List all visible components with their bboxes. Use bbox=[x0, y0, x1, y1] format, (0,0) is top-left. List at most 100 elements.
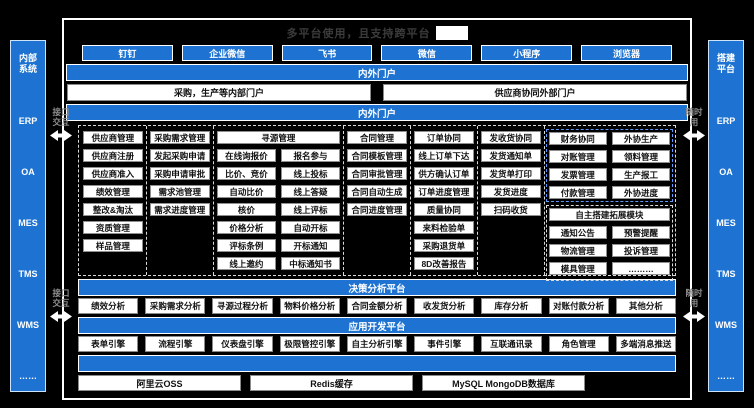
module-box: 线上答疑 bbox=[280, 185, 341, 198]
sidebar-item-tms: TMS bbox=[716, 268, 736, 279]
sidebar-item-erp: ERP bbox=[716, 115, 736, 126]
column-shipping: 发收货协同 发货通知单 发货单打印 发货进度 扫码收货 bbox=[480, 126, 545, 275]
sidebar-ellipsis: …… bbox=[19, 370, 37, 381]
redaction-box bbox=[435, 25, 468, 40]
module-box: 供应商注册 bbox=[83, 149, 143, 162]
analysis-box: 采购需求分析 bbox=[145, 298, 206, 314]
platform-miniprogram: 小程序 bbox=[481, 45, 573, 61]
column-supplier: 供应商管理 供应商注册 供应商准入 绩效管理 整改&淘汰 资质管理 样品管理 bbox=[83, 126, 147, 275]
module-box: 线上评标 bbox=[280, 203, 341, 216]
double-arrow-icon bbox=[683, 129, 705, 141]
engine-box: 角色管理 bbox=[548, 336, 609, 352]
analysis-box: 库存分析 bbox=[481, 298, 542, 314]
sidebar-item-mes: MES bbox=[18, 217, 38, 228]
storage-box-redis: Redis缓存 bbox=[250, 375, 413, 391]
platform-wecom: 企业微信 bbox=[181, 45, 273, 61]
appdev-platform-bar: 应用开发平台 bbox=[78, 317, 676, 334]
module-box: 整改&淘汰 bbox=[83, 203, 143, 216]
module-box: 发票管理 bbox=[548, 168, 607, 181]
column-finance-outsourcing: 财务协同 对账管理 发票管理 付款管理 外协生产 领料管理 生产报工 外协进度 … bbox=[545, 129, 674, 281]
module-box: 样品管理 bbox=[83, 239, 143, 252]
sourcing-subcolumns: 在线询报价 比价、竞价 自动比价 核价 价格分析 评标条例 线上邀约 报名参与 … bbox=[216, 149, 341, 275]
finance-outsourcing-subcolumns: 财务协同 对账管理 发票管理 付款管理 外协生产 领料管理 生产报工 外协进度 bbox=[548, 132, 671, 201]
analysis-box: 其他分析 bbox=[615, 298, 676, 314]
module-box: 合同模板管理 bbox=[347, 149, 407, 162]
double-arrow-icon bbox=[50, 310, 72, 322]
sidebar-item-oa: OA bbox=[719, 166, 733, 177]
platform-wechat: 微信 bbox=[381, 45, 473, 61]
module-box: ……… bbox=[611, 262, 671, 275]
column-header-sourcing: 寻源管理 bbox=[216, 131, 341, 144]
module-box: 需求池管理 bbox=[149, 185, 210, 198]
engine-box: 流程引擎 bbox=[145, 336, 206, 352]
module-box: 中标通知书 bbox=[280, 257, 341, 270]
storage-box-aliyun-oss: 阿里云OSS bbox=[78, 375, 241, 391]
diagram-title-row: 多平台使用，且支持跨平台 bbox=[64, 20, 690, 45]
storage-box-database: MySQL MongoDB数据库 bbox=[422, 375, 585, 391]
module-box: 自动比价 bbox=[216, 185, 276, 198]
module-box: 投诉管理 bbox=[611, 244, 671, 257]
analysis-box: 收发货分析 bbox=[414, 298, 475, 314]
platform-browser: 浏览器 bbox=[581, 45, 672, 61]
appdev-engine-row: 表单引擎 流程引擎 仪表盘引擎 极限管控引擎 自主分析引擎 事件引擎 互联通讯录… bbox=[78, 336, 676, 352]
double-arrow-icon bbox=[683, 310, 705, 322]
module-box: 自动开标 bbox=[280, 221, 341, 234]
engine-box: 仪表盘引擎 bbox=[212, 336, 273, 352]
extension-subcolumns: 通知公告 物流管理 模具管理 预警提醒 投诉管理 ……… bbox=[548, 226, 671, 280]
module-box: 在线询报价 bbox=[216, 149, 276, 162]
right-sidebar: 搭建平台 ERP OA MES TMS WMS …… bbox=[708, 40, 744, 392]
module-box: 订单进度管理 bbox=[413, 185, 474, 198]
external-portal-box: 供应商协同外部门户 bbox=[383, 84, 687, 101]
column-order: 订单协同 线上订单下达 供方确认订单 订单进度管理 质量协同 来料检验单 采购退… bbox=[413, 126, 478, 275]
right-sidebar-title: 搭建平台 bbox=[716, 53, 735, 74]
connector-left-top: 接口交互 bbox=[48, 107, 74, 141]
module-box: 对账管理 bbox=[548, 150, 607, 163]
main-portal-bar: 内外门户 bbox=[66, 104, 688, 121]
analysis-box: 绩效分析 bbox=[78, 298, 139, 314]
connector-label: 接口交互 bbox=[52, 107, 70, 127]
module-box: 发货进度 bbox=[480, 185, 541, 198]
engine-box: 表单引擎 bbox=[78, 336, 139, 352]
column-contract: 合同管理 合同模板管理 合同审批管理 合同自动生成 合同进度管理 bbox=[347, 126, 411, 275]
module-box: 线上投标 bbox=[280, 167, 341, 180]
module-box: 开标通知 bbox=[280, 239, 341, 252]
decision-analysis-row: 绩效分析 采购需求分析 寻源过程分析 物料价格分析 合同金额分析 收发货分析 库… bbox=[78, 298, 676, 314]
module-box: 绩效管理 bbox=[83, 185, 143, 198]
column-header-outsourcing: 外协生产 bbox=[611, 132, 671, 145]
module-box: 资质管理 bbox=[83, 221, 143, 234]
module-box: 付款管理 bbox=[548, 186, 607, 199]
extension-header: 自主搭建拓展模块 bbox=[548, 208, 671, 221]
decision-platform-bar: 决策分析平台 bbox=[78, 279, 676, 296]
module-box: 来料检验单 bbox=[413, 221, 474, 234]
column-header-shipping: 发收货协同 bbox=[480, 131, 541, 144]
sidebar-item-wms: WMS bbox=[17, 319, 39, 330]
double-arrow-icon bbox=[50, 129, 72, 141]
module-box: 采购申请审批 bbox=[149, 167, 210, 180]
extension-group: 自主搭建拓展模块 通知公告 物流管理 模具管理 预警提醒 投诉管理 ……… bbox=[545, 205, 674, 281]
module-box: 报名参与 bbox=[280, 149, 341, 162]
module-grid: 供应商管理 供应商注册 供应商准入 绩效管理 整改&淘汰 资质管理 样品管理 采… bbox=[78, 125, 676, 281]
infrastructure-bar bbox=[78, 355, 676, 372]
module-box: 合同进度管理 bbox=[347, 203, 407, 216]
sidebar-item-mes: MES bbox=[716, 217, 736, 228]
module-box: 合同审批管理 bbox=[347, 167, 407, 180]
module-box: 扫码收货 bbox=[480, 203, 541, 216]
engine-box: 事件引擎 bbox=[414, 336, 475, 352]
module-box: 8D改善报告 bbox=[413, 257, 474, 270]
left-sidebar: 内部系统 ERP OA MES TMS WMS …… bbox=[10, 40, 46, 392]
connector-right-top: 随时用 bbox=[681, 107, 707, 141]
platform-feishu: 飞书 bbox=[281, 45, 373, 61]
module-box: 预警提醒 bbox=[611, 226, 671, 239]
column-header-demand: 采购需求管理 bbox=[149, 131, 210, 144]
module-box: 领料管理 bbox=[611, 150, 671, 163]
connector-label: 随时用 bbox=[685, 288, 703, 308]
module-box: 合同自动生成 bbox=[347, 185, 407, 198]
engine-box: 多端消息推送 bbox=[615, 336, 676, 352]
analysis-box: 对账付款分析 bbox=[548, 298, 609, 314]
finance-outsourcing-group: 财务协同 对账管理 发票管理 付款管理 外协生产 领料管理 生产报工 外协进度 bbox=[545, 129, 674, 202]
portal-row: 采购，生产等内部门户 供应商协同外部门户 bbox=[67, 84, 687, 101]
main-frame: 多平台使用，且支持跨平台 钉钉 企业微信 飞书 微信 小程序 浏览器 内外门户 … bbox=[62, 18, 692, 400]
platform-button-row: 钉钉 企业微信 飞书 微信 小程序 浏览器 bbox=[82, 45, 672, 61]
connector-label: 接口交互 bbox=[52, 288, 70, 308]
analysis-box: 寻源过程分析 bbox=[212, 298, 273, 314]
